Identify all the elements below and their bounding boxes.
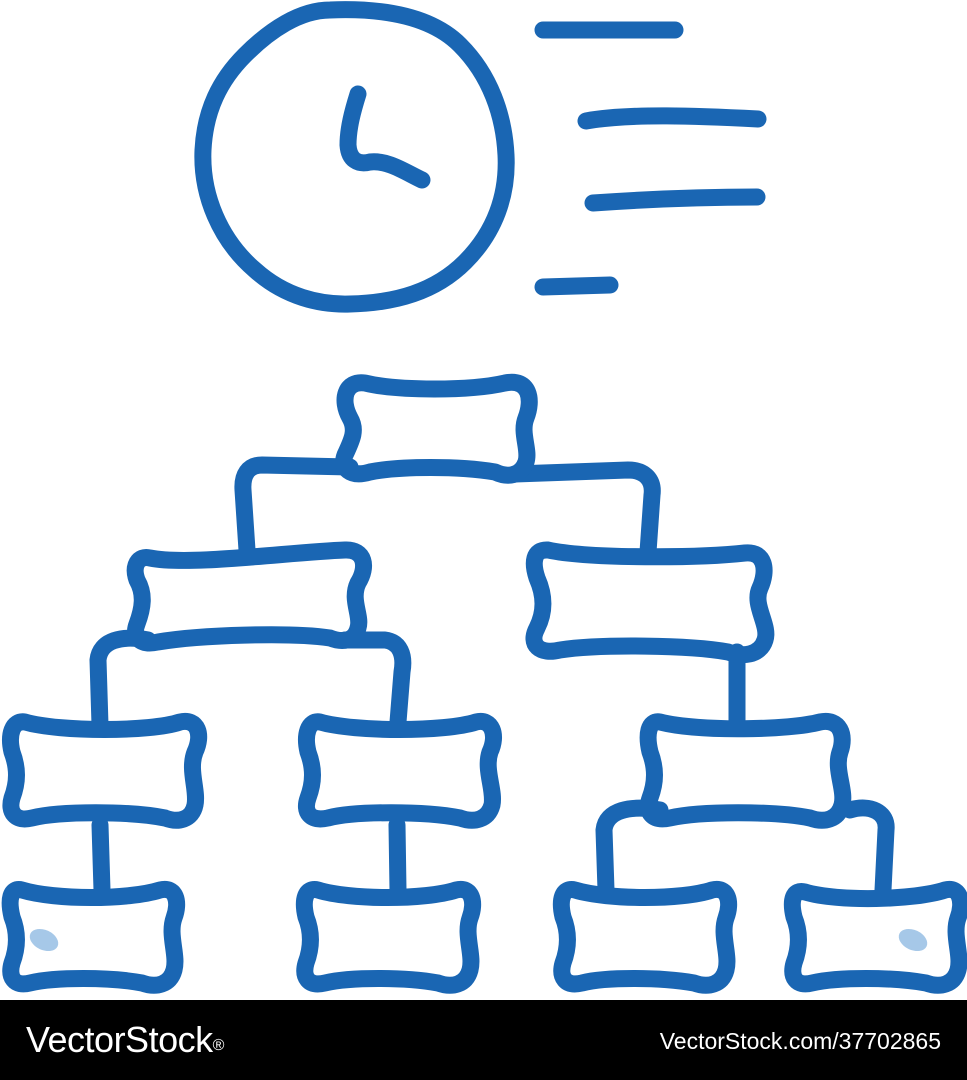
clock-icon [194, 1, 515, 313]
connector-r2-right [841, 799, 895, 899]
tree-connectors [89, 456, 895, 899]
connector-root-right [506, 461, 661, 561]
watermark-footer: VectorStock® VectorStock.com/37702865 [0, 1000, 967, 1080]
connector-root-left [234, 456, 359, 559]
motion-line-2 [577, 107, 767, 130]
motion-line-4 [534, 276, 619, 296]
clock-face [194, 1, 515, 313]
brand-name: VectorStock [26, 1019, 213, 1060]
clock-hands [339, 85, 431, 189]
tree-node-leaf-4 [783, 880, 967, 994]
accent-mark-right [898, 928, 928, 952]
stock-image-id: VectorStock.com/37702865 [659, 1028, 941, 1054]
connector-l1-right [336, 631, 412, 731]
tree-node-root [335, 373, 538, 484]
tree-node-leaf-3 [552, 880, 738, 994]
accent-marks [29, 928, 928, 952]
decision-tree-clock-illustration [1, 1, 967, 994]
tree-node-l2-b [297, 712, 502, 829]
motion-lines [534, 21, 767, 296]
registered-mark: ® [212, 1037, 225, 1054]
tree-node-leaf-1 [1, 880, 186, 994]
tree-node-l2-c [639, 712, 852, 829]
tree-node-leaf-2 [295, 880, 482, 994]
tree-nodes [1, 373, 967, 994]
accent-mark-left [29, 928, 59, 952]
tree-node-l1-left [126, 541, 373, 652]
connector-l2-left [91, 816, 111, 899]
connector-l2-mid [388, 816, 407, 899]
tree-node-l2-a [2, 712, 208, 829]
connector-l1-left [89, 629, 157, 734]
motion-line-3 [584, 188, 766, 212]
tree-node-l1-right [525, 541, 775, 664]
brand-logo: VectorStock® [26, 1018, 224, 1062]
